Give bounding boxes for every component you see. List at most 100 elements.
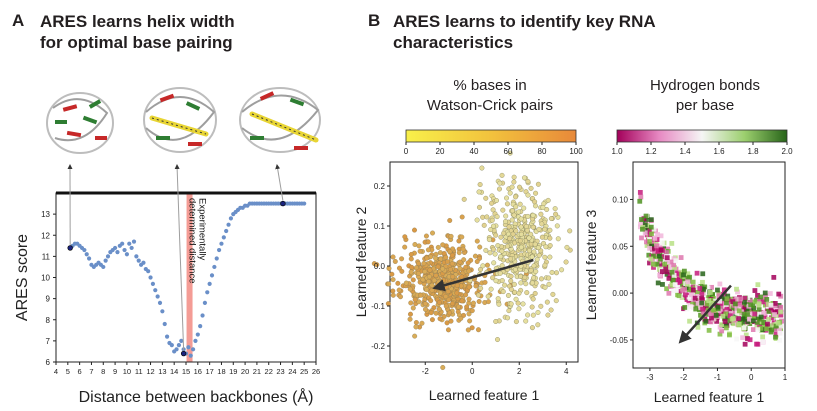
data-point — [723, 308, 729, 313]
data-point — [707, 311, 713, 317]
data-point — [479, 165, 485, 171]
data-point — [764, 326, 769, 332]
data-point — [553, 211, 559, 217]
data-point — [532, 290, 538, 296]
data-point — [440, 266, 446, 272]
data-point — [528, 267, 534, 273]
data-point — [476, 189, 482, 195]
data-point — [485, 299, 491, 305]
data-point — [648, 256, 654, 262]
data-point — [765, 302, 771, 307]
data-point — [518, 224, 524, 230]
data-point — [742, 295, 748, 301]
data-point — [673, 288, 679, 293]
data-point — [412, 242, 418, 247]
marked-point — [67, 245, 73, 251]
x-tick-label: 17 — [205, 367, 213, 376]
data-point — [518, 231, 524, 237]
data-point — [708, 319, 714, 325]
data-point — [202, 300, 208, 305]
data-point — [729, 316, 735, 322]
panel-b-title: ARES learns to identify key RNA characte… — [393, 11, 656, 53]
data-point — [523, 318, 529, 324]
data-point — [482, 279, 488, 285]
data-point — [516, 290, 522, 296]
data-point — [763, 293, 768, 299]
data-point — [684, 297, 690, 302]
data-point — [664, 286, 670, 292]
data-point — [198, 323, 203, 329]
data-point — [190, 347, 196, 352]
data-point — [488, 286, 494, 292]
data-point — [429, 317, 435, 323]
x-tick-label: 7 — [89, 367, 93, 376]
data-point — [226, 222, 231, 227]
x-tick-label: 8 — [101, 367, 105, 376]
data-point — [644, 217, 649, 222]
data-point — [659, 240, 665, 246]
colorbar-tick-label: 1.0 — [611, 147, 623, 156]
data-point — [652, 251, 657, 257]
data-point — [407, 286, 413, 292]
data-point — [766, 316, 772, 322]
plot-frame — [55, 192, 317, 363]
data-point — [530, 296, 536, 302]
data-point — [773, 303, 778, 309]
data-point — [518, 273, 524, 279]
data-point — [545, 312, 551, 318]
y-tick-label: 7 — [46, 337, 51, 346]
data-point — [655, 232, 660, 237]
data-point — [648, 224, 654, 230]
data-point — [422, 301, 428, 307]
data-point — [682, 305, 688, 310]
data-point — [778, 304, 784, 310]
data-point — [435, 264, 441, 270]
data-point — [522, 274, 528, 280]
data-point — [778, 312, 784, 318]
data-point — [443, 303, 449, 309]
data-point — [671, 288, 676, 294]
data-point — [678, 255, 684, 260]
panel-b-letter: B — [368, 11, 381, 30]
data-point — [682, 286, 688, 292]
x-tick-label: 24 — [288, 367, 296, 376]
data-point — [755, 327, 761, 333]
data-point — [428, 310, 434, 316]
data-point — [526, 248, 532, 254]
data-point — [511, 212, 517, 218]
data-point — [500, 207, 506, 213]
data-point — [408, 269, 414, 275]
data-point — [466, 296, 472, 302]
data-point — [734, 336, 739, 342]
data-point — [497, 180, 503, 186]
data-point — [503, 219, 508, 225]
data-point — [485, 293, 491, 299]
y-axis-label: ARES score — [14, 234, 31, 321]
data-point — [736, 308, 742, 314]
data-point — [542, 226, 548, 232]
data-point — [762, 290, 768, 296]
data-point — [660, 282, 665, 287]
data-point — [302, 201, 307, 206]
data-point — [544, 206, 550, 212]
data-point — [655, 247, 661, 253]
data-point — [517, 201, 523, 207]
data-point — [705, 285, 711, 291]
colorbar-tick-label: 1.4 — [679, 147, 691, 156]
data-point — [423, 233, 429, 239]
data-point — [650, 253, 656, 259]
data-point — [534, 256, 540, 262]
data-point — [517, 238, 523, 244]
colorbar-tick-label: 1.6 — [713, 147, 725, 156]
colorbar-tick-label: 80 — [538, 147, 547, 156]
data-point — [516, 306, 522, 312]
data-point — [136, 258, 141, 263]
data-point — [771, 274, 777, 280]
x-tick-label: 21 — [253, 367, 261, 376]
data-point — [495, 337, 500, 343]
data-point — [424, 255, 430, 261]
x-tick-label: 4 — [564, 367, 569, 376]
data-point — [555, 236, 561, 242]
data-point — [521, 205, 527, 211]
data-point — [409, 264, 415, 270]
